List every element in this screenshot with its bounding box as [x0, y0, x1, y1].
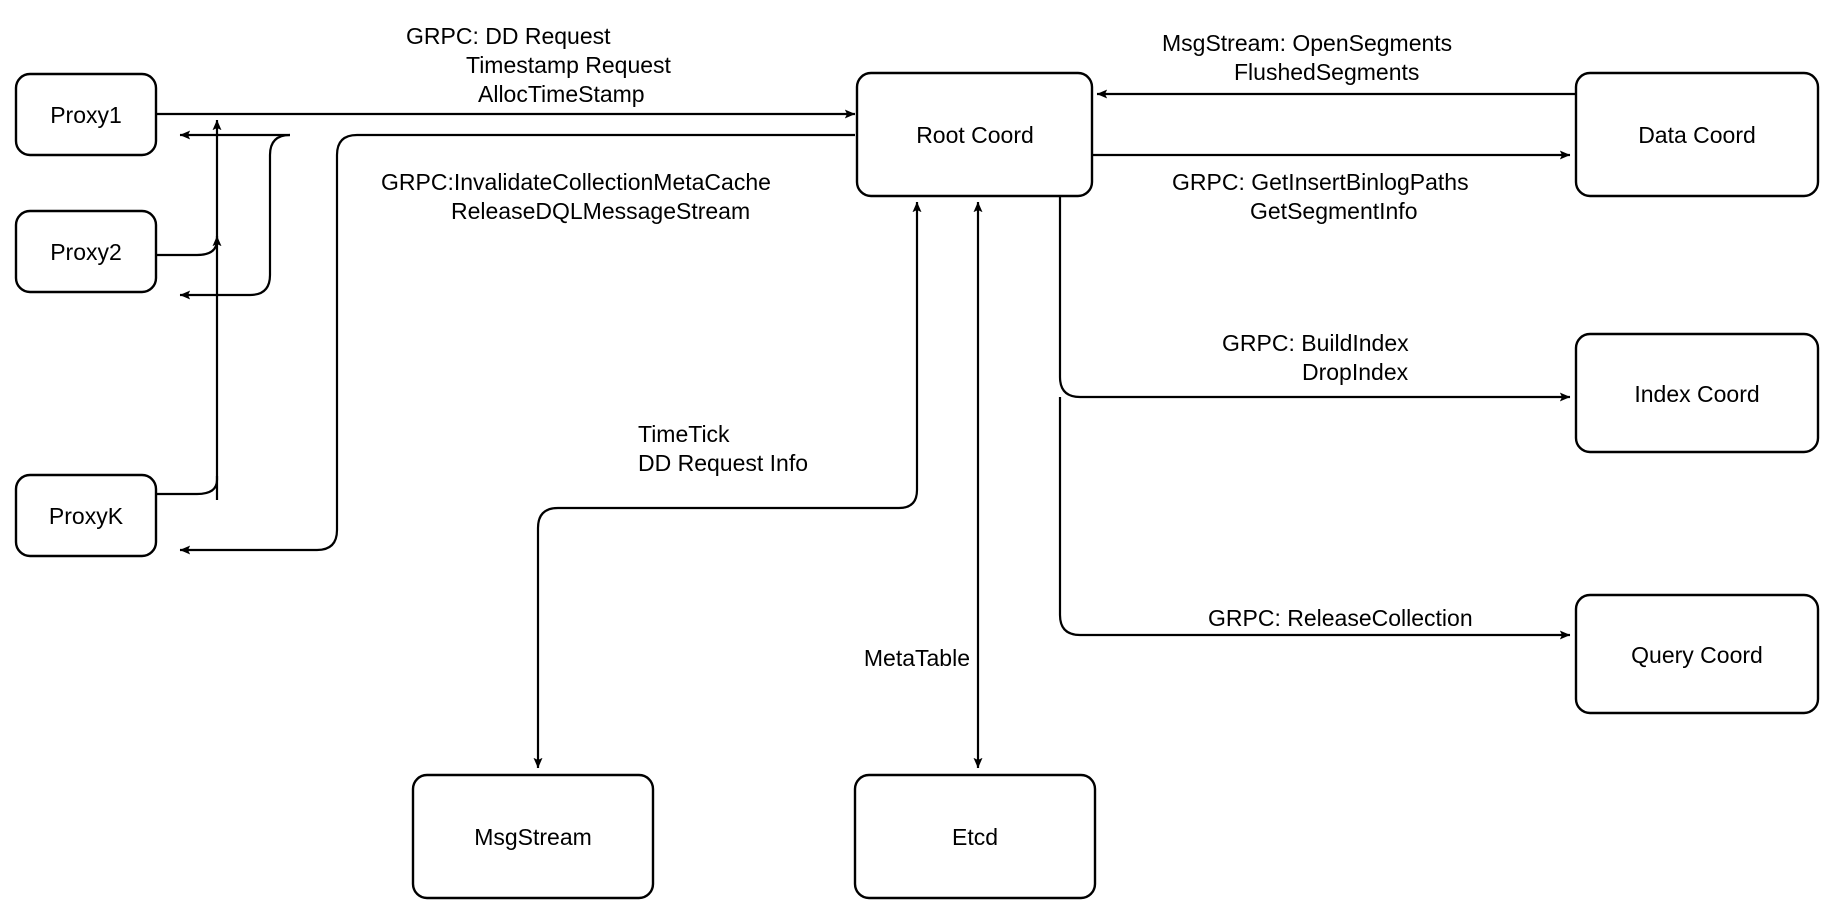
edge-root-to-proxyk	[179, 133, 855, 555]
edge-label-root-to-etcd-line-1: MetaTable	[864, 645, 970, 671]
node-proxy2-label: Proxy2	[50, 239, 122, 265]
node-proxy2-shape[interactable]	[14, 209, 158, 294]
edge-label-datacoord-to-root-line-1: MsgStream: OpenSegments	[1162, 30, 1452, 56]
edge-label-root-to-msgstream: TimeTick DD Request Info	[638, 421, 808, 476]
node-proxy1-label: Proxy1	[50, 102, 122, 128]
edge-root-coord-to-query-coord	[1058, 397, 1571, 640]
edge-label-proxy-to-root-line-3: AllocTimeStamp	[478, 81, 645, 107]
edge-label-root-to-querycoord-line-1: GRPC: ReleaseCollection	[1208, 605, 1473, 631]
edge-label-root-to-datacoord-line-2: GetSegmentInfo	[1250, 198, 1418, 224]
node-proxyk-shape[interactable]	[14, 473, 158, 558]
node-data-coord[interactable]: Data Coord	[1574, 71, 1820, 198]
edge-label-root-to-proxy: GRPC:InvalidateCollectionMetaCache Relea…	[381, 169, 771, 224]
edge-root-coord-to-msgstream	[533, 201, 922, 769]
edge-label-root-to-indexcoord-line-2: DropIndex	[1302, 359, 1409, 385]
node-index-coord-label: Index Coord	[1634, 381, 1759, 407]
edge-label-root-to-proxy-line-1: GRPC:InvalidateCollectionMetaCache	[381, 169, 771, 195]
edge-label-proxy-to-root: GRPC: DD Request Timestamp Request Alloc…	[406, 23, 672, 107]
edge-label-root-to-proxy-line-2: ReleaseDQLMessageStream	[451, 198, 750, 224]
edge-label-root-to-etcd: MetaTable	[864, 645, 970, 671]
edge-label-root-to-datacoord: GRPC: GetInsertBinlogPaths GetSegmentInf…	[1172, 169, 1469, 224]
node-index-coord-shape[interactable]	[1574, 332, 1820, 454]
edge-label-root-to-msgstream-line-2: DD Request Info	[638, 450, 808, 476]
edge-proxies-to-root-coord	[156, 109, 856, 500]
node-etcd-shape[interactable]	[853, 773, 1097, 900]
node-proxy1[interactable]: Proxy1	[14, 72, 158, 157]
edge-label-root-to-querycoord: GRPC: ReleaseCollection	[1208, 605, 1473, 631]
node-index-coord[interactable]: Index Coord	[1574, 332, 1820, 454]
node-msgstream-shape[interactable]	[411, 773, 655, 900]
node-query-coord-shape[interactable]	[1574, 593, 1820, 715]
edge-root-to-proxy2	[179, 133, 291, 300]
node-data-coord-label: Data Coord	[1638, 122, 1756, 148]
node-root-coord-shape[interactable]	[855, 71, 1094, 198]
node-proxyk[interactable]: ProxyK	[14, 473, 158, 558]
edge-label-root-to-indexcoord: GRPC: BuildIndex DropIndex	[1222, 330, 1409, 385]
edge-label-proxy-to-root-line-2: Timestamp Request	[466, 52, 672, 78]
edge-label-datacoord-to-root: MsgStream: OpenSegments FlushedSegments	[1162, 30, 1452, 85]
node-etcd-label: Etcd	[952, 824, 998, 850]
node-proxy1-shape[interactable]	[14, 72, 158, 157]
node-query-coord[interactable]: Query Coord	[1574, 593, 1820, 715]
node-msgstream[interactable]: MsgStream	[411, 773, 655, 900]
edge-proxyk-to-bus	[156, 476, 219, 496]
node-query-coord-label: Query Coord	[1631, 642, 1763, 668]
edge-root-coord-to-proxies	[179, 130, 855, 555]
node-msgstream-label: MsgStream	[474, 824, 592, 850]
node-root-coord-label: Root Coord	[916, 122, 1034, 148]
node-proxyk-label: ProxyK	[49, 503, 124, 529]
edge-msgstream-trunk-down	[533, 300, 919, 769]
node-root-coord[interactable]: Root Coord	[855, 71, 1094, 198]
node-proxy2[interactable]: Proxy2	[14, 209, 158, 294]
edge-proxy2-to-bus	[156, 235, 222, 257]
edge-label-proxy-to-root-line-1: GRPC: DD Request	[406, 23, 611, 49]
edge-label-datacoord-to-root-line-2: FlushedSegments	[1234, 59, 1419, 85]
edge-label-root-to-msgstream-line-1: TimeTick	[638, 421, 730, 447]
edge-label-root-to-datacoord-line-1: GRPC: GetInsertBinlogPaths	[1172, 169, 1469, 195]
edge-label-root-to-indexcoord-line-1: GRPC: BuildIndex	[1222, 330, 1409, 356]
node-data-coord-shape[interactable]	[1574, 71, 1820, 198]
edge-root-coord-to-index-coord	[1058, 196, 1571, 402]
node-etcd[interactable]: Etcd	[853, 773, 1097, 900]
edge-root-coord-right-branch	[1058, 196, 1571, 640]
